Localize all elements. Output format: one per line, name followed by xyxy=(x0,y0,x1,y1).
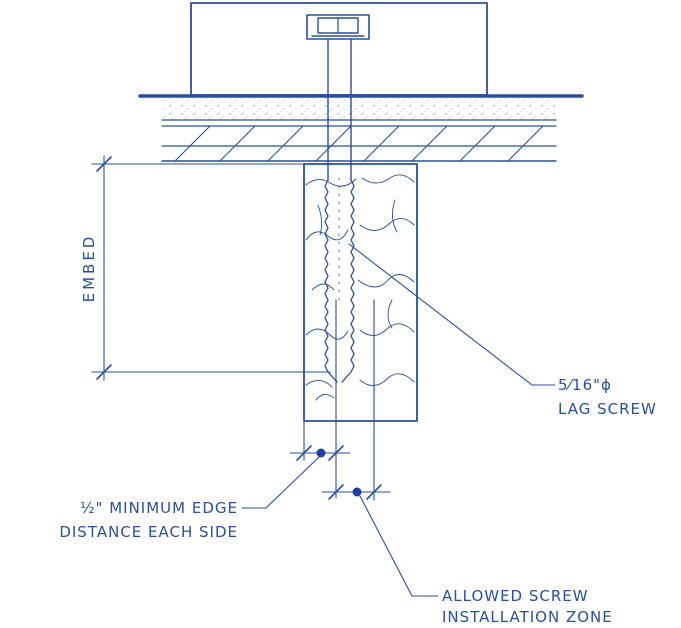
lag-screw-threads xyxy=(324,179,355,383)
top-block xyxy=(190,2,488,96)
lag-screw-size-label: 5⁄16"ϕ xyxy=(558,376,612,394)
lag-screw-shank xyxy=(324,38,355,383)
edge-distance-label-line1: ½" MINIMUM EDGE xyxy=(80,499,238,517)
edge-distance-dimension: ½" MINIMUM EDGE DISTANCE EACH SIDE xyxy=(59,445,351,541)
wood-member xyxy=(303,163,418,422)
deck-hatch xyxy=(174,125,544,162)
wood-grain xyxy=(305,174,415,401)
edge-distance-dot xyxy=(316,448,326,458)
sheathing-layer xyxy=(161,98,557,121)
embed-label: EMBED xyxy=(80,234,98,303)
installation-zone-dot xyxy=(352,487,362,497)
lag-screw-head xyxy=(306,14,370,40)
lag-screw-callout: 5⁄16"ϕ LAG SCREW xyxy=(348,243,657,418)
deck-layer xyxy=(161,125,557,162)
installation-zone-dimension: ALLOWED SCREW INSTALLATION ZONE xyxy=(321,484,613,626)
installation-zone-label-line2: INSTALLATION ZONE xyxy=(442,608,613,626)
installation-zone-label-line1: ALLOWED SCREW xyxy=(442,587,589,605)
lag-screw-label: LAG SCREW xyxy=(558,400,657,418)
embed-dimension: EMBED xyxy=(80,155,331,381)
edge-distance-label-line2: DISTANCE EACH SIDE xyxy=(59,523,238,541)
